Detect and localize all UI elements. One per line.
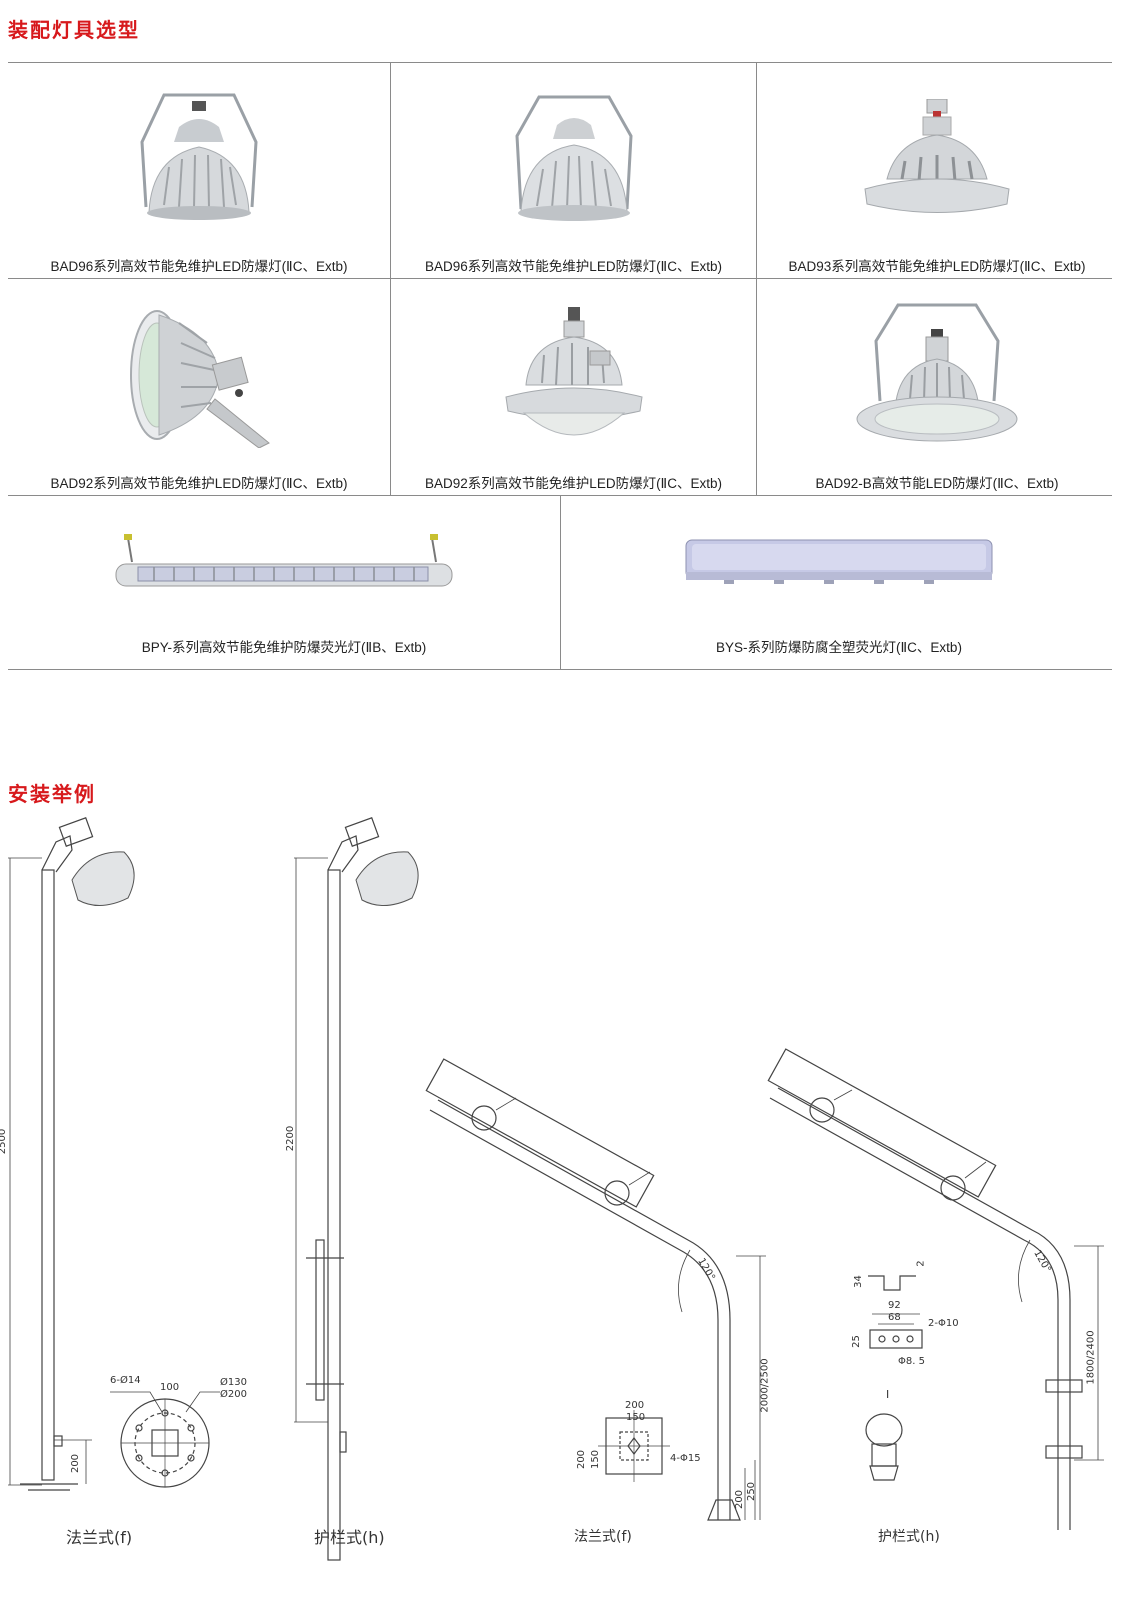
dim-height-2500: 2500 — [0, 1128, 9, 1155]
product-caption: BAD96系列高效节能免维护LED防爆灯(ⅡC、Extb) — [50, 259, 348, 274]
dim-clip-34: 34 — [852, 1275, 864, 1288]
lamp-head-icon — [71, 851, 419, 906]
dim-plate-150: 150 — [626, 1412, 646, 1423]
install-label: 法兰式(f) — [574, 1529, 632, 1545]
dim-flange-d200: Ø200 — [220, 1389, 247, 1400]
dim-clip-holes: 2-Φ10 — [928, 1318, 959, 1329]
tube-lamp-icon — [115, 534, 453, 587]
dim-plate-holes: 4-Φ15 — [670, 1453, 701, 1464]
product-caption: BAD92-B高效节能LED防爆灯(ⅡC、Extb) — [815, 476, 1059, 491]
product-card: BAD92系列高效节能免维护LED防爆灯(ⅡC、Extb) — [8, 279, 390, 495]
product-caption: BPY-系列高效节能免维护防爆荧光灯(ⅡB、Extb) — [141, 640, 427, 655]
dim-clip-2: 2 — [915, 1260, 927, 1267]
pendant-lamp-icon — [504, 307, 643, 436]
ceiling-lamp-icon — [864, 99, 1010, 213]
grid-bottom-line — [8, 669, 1112, 670]
dim-plate-150-v: 150 — [590, 1449, 602, 1470]
dim-flange-holes: 6-Ø14 — [110, 1375, 141, 1386]
product-card: BAD96系列高效节能免维护LED防爆灯(ⅡC、Extb) — [391, 63, 756, 278]
grid-row1-line — [8, 278, 1112, 279]
dim-base-200: 200 — [70, 1453, 82, 1474]
dim-clip-92: 92 — [888, 1300, 901, 1311]
high-bay-lamp-icon — [514, 95, 633, 221]
detail-label: I — [886, 1388, 890, 1401]
grid-top-line — [8, 62, 1112, 63]
dim-plate-200-v: 200 — [576, 1449, 588, 1470]
dim-pole-1800-2400: 1800/2400 — [1085, 1330, 1097, 1385]
dim-flange-d130: Ø130 — [220, 1377, 247, 1388]
section-title-install: 安装举例 — [8, 782, 96, 806]
grid-col2-divider — [756, 62, 757, 495]
product-card: BAD92-B高效节能LED防爆灯(ⅡC、Extb) — [757, 279, 1117, 495]
dim-clip-68: 68 — [888, 1312, 901, 1323]
product-caption: BAD93系列高效节能免维护LED防爆灯(ⅡC、Extb) — [788, 259, 1086, 274]
dim-pole-250: 250 — [746, 1481, 758, 1502]
dim-clip-85: Φ8. 5 — [898, 1356, 925, 1367]
product-card: BAD96系列高效节能免维护LED防爆灯(ⅡC、Extb) — [8, 63, 390, 278]
product-card: BPY-系列高效节能免维护防爆荧光灯(ⅡB、Extb) — [8, 496, 560, 669]
product-caption: BAD96系列高效节能免维护LED防爆灯(ⅡC、Extb) — [425, 259, 722, 274]
dim-pole-200: 200 — [734, 1489, 746, 1510]
dim-pole-2000-2500: 2000/2500 — [759, 1358, 771, 1413]
section-title-selection: 装配灯具选型 — [8, 18, 140, 42]
product-caption: BAD92系列高效节能免维护LED防爆灯(ⅡC、Extb) — [425, 476, 722, 491]
product-card: BYS-系列防爆防腐全塑荧光灯(ⅡC、Extb) — [561, 496, 1117, 669]
dim-clip-25: 25 — [850, 1335, 862, 1348]
product-caption: BYS-系列防爆防腐全塑荧光灯(ⅡC、Extb) — [716, 640, 962, 655]
grid-col1-divider — [390, 62, 391, 495]
dim-flange-100: 100 — [160, 1382, 180, 1393]
product-card: BAD92系列高效节能免维护LED防爆灯(ⅡC、Extb) — [391, 279, 756, 495]
install-label: 法兰式(f) — [66, 1528, 133, 1547]
linear-lamp-icon — [685, 539, 993, 584]
high-bay-lamp-icon — [856, 303, 1018, 442]
dim-plate-200: 200 — [625, 1400, 645, 1411]
product-card: BAD93系列高效节能免维护LED防爆灯(ⅡC、Extb) — [757, 63, 1117, 278]
install-label: 护栏式(h) — [314, 1528, 385, 1547]
dim-height-2200: 2200 — [285, 1125, 297, 1152]
install-label: 护栏式(h) — [878, 1529, 940, 1545]
grid-row3-divider — [560, 495, 561, 669]
product-caption: BAD92系列高效节能免维护LED防爆灯(ⅡC、Extb) — [50, 476, 348, 491]
high-bay-lamp-icon — [140, 93, 258, 220]
installation-drawing — [8, 817, 1104, 1561]
flood-lamp-icon — [130, 310, 270, 448]
